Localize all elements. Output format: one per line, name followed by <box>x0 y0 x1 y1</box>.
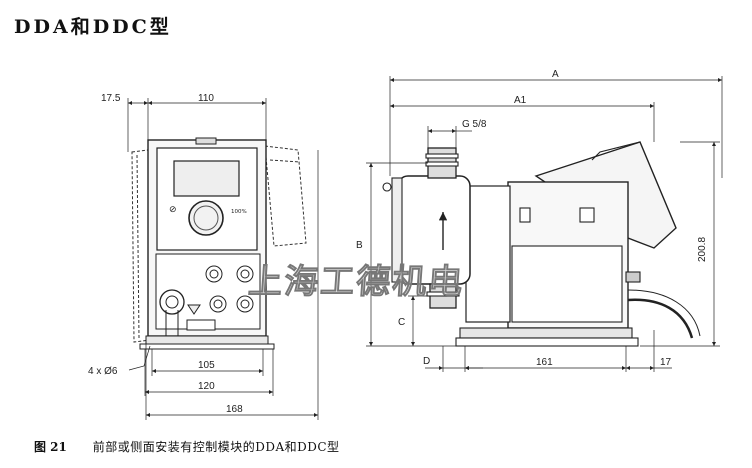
dim-110: 110 <box>198 93 214 104</box>
dim-g58: G 5/8 <box>462 119 487 130</box>
dim-d: D <box>423 356 430 367</box>
front-view <box>131 137 307 350</box>
display-screen <box>173 160 240 197</box>
dim-c: C <box>398 317 405 328</box>
right-button-label: 100% <box>231 209 247 215</box>
dim-17: 17 <box>660 357 672 368</box>
dim-hole: 4 x Ø6 <box>88 366 118 377</box>
left-button-icon: ⊘ <box>169 205 177 215</box>
watermark: 上海工德机电 <box>247 262 466 302</box>
dashed-module-right <box>264 145 307 247</box>
dim-a: A <box>552 69 559 80</box>
port-circle <box>159 289 185 315</box>
dim-105: 105 <box>198 360 215 371</box>
figure-label: 图 21 <box>34 440 67 454</box>
caption-text: 前部或侧面安装有控制模块的DDA和DDC型 <box>92 440 340 454</box>
dim-120: 120 <box>198 381 215 392</box>
side-view <box>382 141 701 347</box>
dim-168: 168 <box>226 404 243 415</box>
dim-200-8: 200.8 <box>697 237 708 262</box>
dim-17-5: 17.5 <box>101 93 121 104</box>
drive-body <box>465 185 511 323</box>
page-title: DDA和DDC型 <box>14 16 172 38</box>
connector-sockets <box>205 265 254 313</box>
base-plate-front <box>145 335 269 345</box>
figure-caption: 图 21 前部或侧面安装有控制模块的DDA和DDC型 <box>34 438 340 455</box>
dim-b: B <box>356 240 363 251</box>
dim-a1: A1 <box>514 95 527 106</box>
base-plate-side <box>459 327 633 339</box>
dim-161: 161 <box>536 357 553 368</box>
